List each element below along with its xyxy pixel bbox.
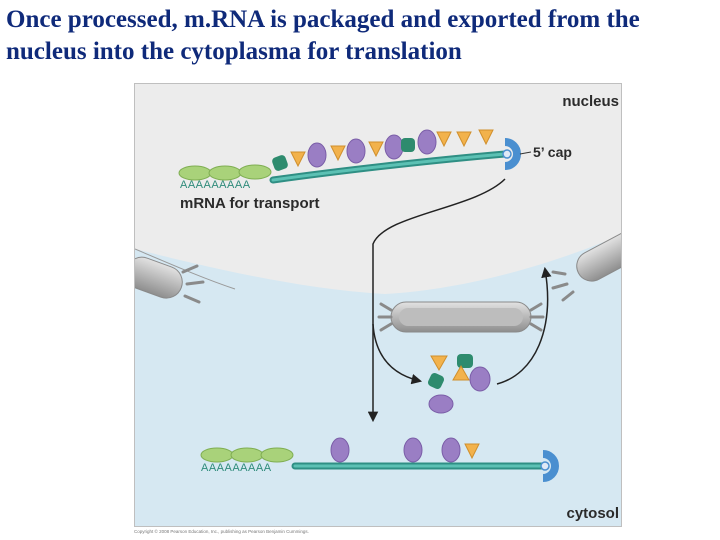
cytosolic-bound-proteins — [330, 437, 480, 463]
export-arrow — [367, 178, 506, 423]
cap-label: 5’ cap — [533, 144, 572, 160]
nuclear-envelope — [135, 231, 621, 333]
nuclear-poly-a-tail: AAAAAAAAA — [180, 179, 251, 191]
nucleus-label: nucleus — [562, 93, 619, 110]
mrna-for-transport-label: mRNA for transport — [180, 195, 319, 212]
copyright-notice: Copyright © 2008 Pearson Education, Inc.… — [134, 529, 309, 534]
protein-release-arrow — [372, 323, 423, 385]
nuclear-5-cap — [502, 138, 521, 170]
mrna-export-diagram: nucleus cytosol 5’ cap AAAAAAAAA mRNA fo… — [134, 83, 622, 527]
nuclear-poly-a-proteins — [178, 164, 272, 181]
nucleus-background — [135, 84, 621, 294]
cytosolic-mrnp-complex: AAAAAAAAA — [200, 437, 559, 482]
cytosolic-poly-a-proteins — [200, 447, 294, 463]
protein-return-arrow — [496, 266, 552, 385]
cytosolic-poly-a-tail: AAAAAAAAA — [201, 462, 272, 474]
cytosolic-5-cap — [540, 450, 559, 482]
released-protein-cluster — [428, 354, 491, 414]
nuclear-mrnp-complex: 5’ cap AAAAAAAAA mRNA for transport — [178, 129, 572, 212]
nuclear-bound-proteins — [272, 129, 494, 171]
cytosol-label: cytosol — [566, 505, 619, 522]
diagram-svg: nucleus cytosol 5’ cap AAAAAAAAA mRNA fo… — [135, 84, 621, 526]
slide-title: Once processed, m.RNA is packaged and ex… — [6, 6, 640, 65]
